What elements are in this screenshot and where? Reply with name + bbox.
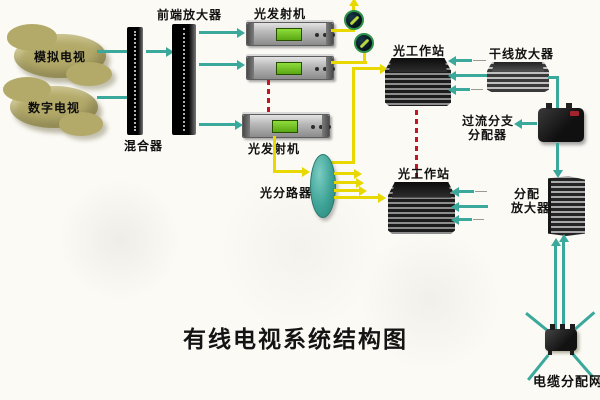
optical-connector-icon	[354, 33, 374, 53]
optical-splitter-device	[310, 154, 336, 218]
fiber-riser	[352, 67, 355, 164]
fiber-tx3-down	[273, 136, 276, 173]
line-thin-3	[475, 191, 487, 192]
trunk-amp-device	[487, 62, 549, 92]
optical-tx-rack-1	[246, 22, 334, 46]
cable-net-label: 电缆分配网	[533, 375, 600, 390]
rack-buttons	[311, 124, 316, 129]
lcd-screen	[276, 61, 303, 76]
cable-net-hub-device	[545, 324, 577, 355]
feedthrough-tap-label-2: 分配器	[468, 128, 508, 142]
optical-tx-top-label: 光发射机	[254, 7, 307, 21]
lcd-screen	[272, 119, 299, 134]
fiber-tx1-out	[331, 29, 354, 32]
headend-amp-device	[172, 24, 196, 135]
dist-amp-device	[548, 176, 585, 236]
arrow-station1-trunk-bidir	[456, 74, 494, 77]
fiber-to-station2	[334, 196, 378, 199]
coax-drop-ne	[573, 311, 596, 332]
fiber-to-station1	[352, 67, 380, 70]
line-thin-2	[471, 89, 483, 90]
feedthrough-tap-label-1: 过流分支	[462, 114, 515, 128]
line-thin-4	[473, 219, 484, 220]
arrow-mixer-to-headend	[146, 50, 166, 53]
fiber-splitter-out-1	[334, 172, 354, 175]
mixer-label: 混合器	[124, 139, 164, 153]
coax-tap-to-distamp	[556, 143, 559, 170]
fiber-to-splitter	[273, 170, 302, 173]
digital-tv-cloud: 数字电视	[2, 76, 104, 136]
reserve-link-tx	[267, 80, 270, 112]
optical-connector-icon	[344, 10, 364, 30]
reserve-link-stations	[415, 110, 418, 180]
optical-station1-label: 光工作站	[393, 44, 446, 58]
fiber-splitter-out-2	[334, 181, 356, 184]
arrow-net-to-station2-bottom	[459, 218, 472, 221]
arrow-headend-to-tx1	[199, 31, 237, 34]
arrow-trunk-to-station1-top	[456, 59, 472, 62]
arrow-net-to-station2-mid	[459, 205, 488, 208]
coax-net-up-1	[554, 246, 557, 330]
fiber-splitter-out-3	[334, 189, 359, 192]
optical-splitter-label: 光分路器	[260, 186, 313, 200]
coax-trunk-out-h	[548, 76, 559, 79]
arrow-trunk-to-station1-bottom	[456, 88, 470, 91]
arrow-tap-to-label	[522, 122, 537, 125]
optical-station2-device	[388, 182, 455, 234]
arrow-headend-to-tx3	[199, 123, 235, 126]
lcd-screen	[276, 27, 303, 42]
analog-tv-cloud: 模拟电视	[6, 24, 112, 86]
trunk-amp-label: 干线放大器	[489, 47, 555, 61]
mixer-device	[127, 27, 143, 135]
fiber-splitter-up-out	[330, 161, 354, 164]
optical-tx-rack-3	[242, 114, 330, 138]
optical-station1-device	[385, 58, 451, 106]
fiber-tx2-out	[331, 61, 367, 64]
feedthrough-tap-device	[538, 103, 584, 142]
rack-buttons	[315, 66, 320, 71]
coax-trunk-out-v	[556, 76, 559, 108]
rack-buttons	[315, 32, 320, 37]
arrow-headend-to-tx2	[199, 63, 237, 66]
arrow-net-to-station2-top	[459, 190, 474, 193]
diagram-title: 有线电视系统结构图	[183, 327, 408, 353]
headend-amp-label: 前端放大器	[157, 8, 223, 22]
optical-tx-rack-2	[246, 56, 334, 80]
line-thin-1	[473, 60, 486, 61]
optical-station2-label: 光工作站	[398, 167, 451, 181]
dist-amp-label-2: 放大器	[511, 201, 551, 215]
arrow-analog-to-mixer	[97, 50, 135, 53]
analog-tv-label: 模拟电视	[33, 49, 86, 64]
coax-net-up-2	[562, 242, 565, 330]
arrow-digital-to-mixer	[97, 96, 135, 99]
dist-amp-label-1: 分配	[514, 187, 541, 201]
digital-tv-label: 数字电视	[27, 100, 80, 115]
